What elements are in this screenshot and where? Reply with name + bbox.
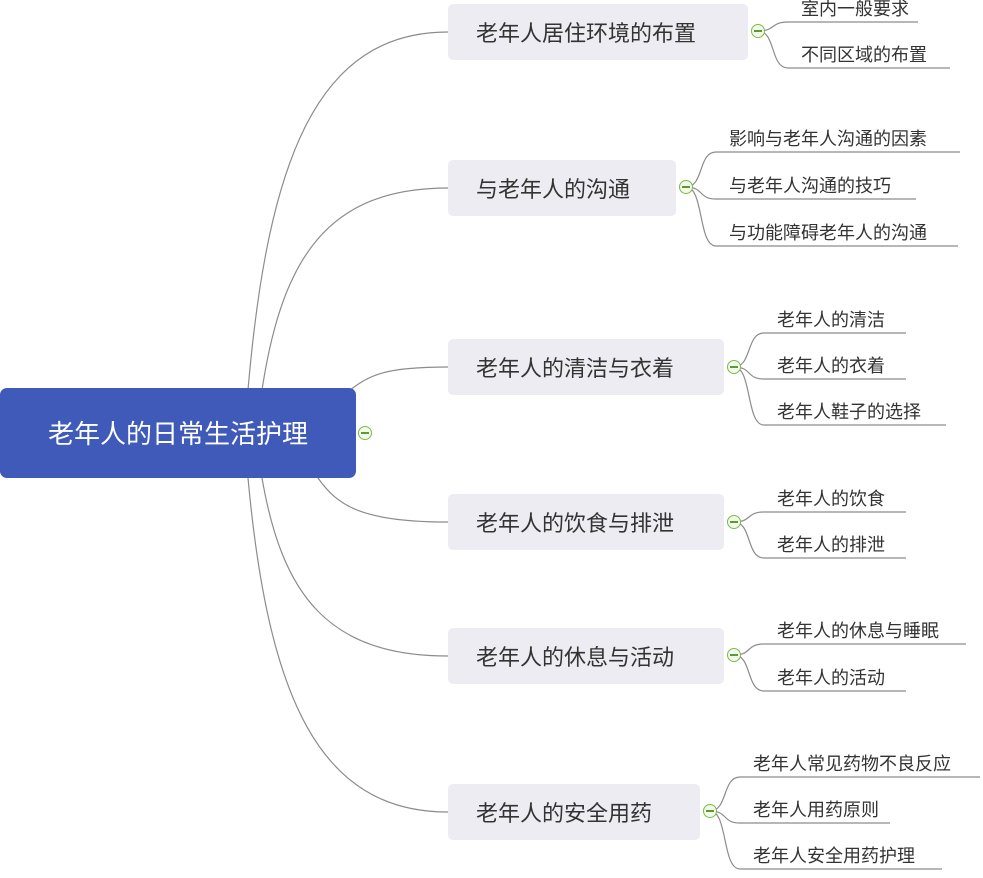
branch-topic[interactable]: 老年人的饮食与排泄 xyxy=(448,494,724,550)
subtopic[interactable]: 室内一般要求 xyxy=(801,0,909,20)
subtopic[interactable]: 老年人的清洁 xyxy=(777,310,885,331)
connector-line xyxy=(247,31,449,391)
collapse-minus-icon[interactable] xyxy=(703,804,717,818)
collapse-minus-icon[interactable] xyxy=(358,426,372,440)
root-topic-label: 老年人的日常生活护理 xyxy=(47,419,308,450)
subtopic[interactable]: 老年人用药原则 xyxy=(753,800,879,821)
connector-line xyxy=(757,21,918,32)
branch-topic-label: 老年人的安全用药 xyxy=(476,802,653,827)
connector-line xyxy=(349,366,449,391)
branch-topic[interactable]: 老年人居住环境的布置 xyxy=(448,4,748,60)
connector-line xyxy=(733,511,906,523)
branch-topic-label: 老年人居住环境的布置 xyxy=(476,22,697,47)
subtopic[interactable]: 老年人安全用药护理 xyxy=(753,846,915,867)
branch-topic-label: 老年人的清洁与衣着 xyxy=(476,357,675,382)
branch-topic[interactable]: 老年人的休息与活动 xyxy=(448,628,724,684)
subtopic[interactable]: 老年人的饮食 xyxy=(777,489,885,510)
collapse-minus-icon[interactable] xyxy=(751,24,765,38)
collapse-minus-icon[interactable] xyxy=(727,648,741,662)
branch-topic[interactable]: 老年人的安全用药 xyxy=(448,784,700,840)
connector-line xyxy=(261,477,449,657)
connector-line xyxy=(733,643,966,656)
subtopic[interactable]: 与老年人沟通的技巧 xyxy=(729,176,891,197)
subtopic[interactable]: 老年人的休息与睡眠 xyxy=(777,621,939,642)
subtopic[interactable]: 老年人的衣着 xyxy=(777,356,885,377)
subtopic[interactable]: 老年人的活动 xyxy=(777,668,885,689)
connector-line xyxy=(261,187,449,391)
subtopic[interactable]: 影响与老年人沟通的因素 xyxy=(729,129,927,150)
subtopic[interactable]: 老年人鞋子的选择 xyxy=(777,402,921,423)
branch-topic[interactable]: 与老年人的沟通 xyxy=(448,160,676,216)
subtopic[interactable]: 老年人的排泄 xyxy=(777,535,885,556)
collapse-minus-icon[interactable] xyxy=(727,515,741,529)
branch-topic[interactable]: 老年人的清洁与衣着 xyxy=(448,339,724,395)
collapse-minus-icon[interactable] xyxy=(679,180,693,194)
connector-line xyxy=(317,477,449,523)
subtopic[interactable]: 老年人常见药物不良反应 xyxy=(753,754,951,775)
connector-line xyxy=(247,477,449,813)
branch-topic-label: 老年人的饮食与排泄 xyxy=(476,512,675,537)
collapse-minus-icon[interactable] xyxy=(727,360,741,374)
branch-topic-label: 老年人的休息与活动 xyxy=(476,646,675,671)
root-topic[interactable]: 老年人的日常生活护理 xyxy=(0,388,356,478)
branch-topic-label: 与老年人的沟通 xyxy=(476,178,631,203)
subtopic[interactable]: 不同区域的布置 xyxy=(801,45,927,66)
subtopic[interactable]: 与功能障碍老年人的沟通 xyxy=(729,223,927,244)
